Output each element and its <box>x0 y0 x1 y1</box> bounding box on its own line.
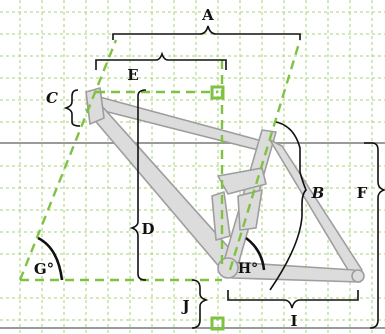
seat-angle-arc <box>245 236 266 271</box>
label-i: I <box>290 312 297 330</box>
label-a: A <box>201 6 214 24</box>
stack-reach-marker <box>210 85 225 100</box>
label-g: G° <box>34 260 54 278</box>
link-brace <box>237 189 263 231</box>
angle-arcs <box>37 236 266 281</box>
dimension-brackets <box>63 25 385 329</box>
bracket-j <box>191 279 209 329</box>
label-b: B <box>311 184 325 202</box>
seat-angle-line <box>228 39 302 271</box>
geometry-lines <box>18 39 302 331</box>
label-e: E <box>127 66 138 84</box>
rocker-link <box>217 167 267 195</box>
bb-drop-marker <box>210 316 225 331</box>
bike-frame <box>85 87 365 283</box>
bracket-b <box>269 121 307 291</box>
label-h: H° <box>238 261 258 277</box>
head-tube <box>85 87 105 125</box>
label-d: D <box>141 220 154 238</box>
bracket-a <box>112 25 301 40</box>
bracket-d <box>129 89 147 281</box>
bracket-e <box>95 51 227 70</box>
head-angle-arc <box>37 236 64 281</box>
head-angle-line <box>18 39 118 281</box>
label-j: J <box>180 297 189 315</box>
bracket-f <box>364 142 385 329</box>
seat-stay <box>269 139 363 281</box>
bracket-c <box>63 89 81 127</box>
label-c: C <box>46 89 58 107</box>
bracket-i <box>227 290 359 309</box>
label-f: F <box>357 184 368 202</box>
rear-axle-dropout <box>351 269 365 283</box>
